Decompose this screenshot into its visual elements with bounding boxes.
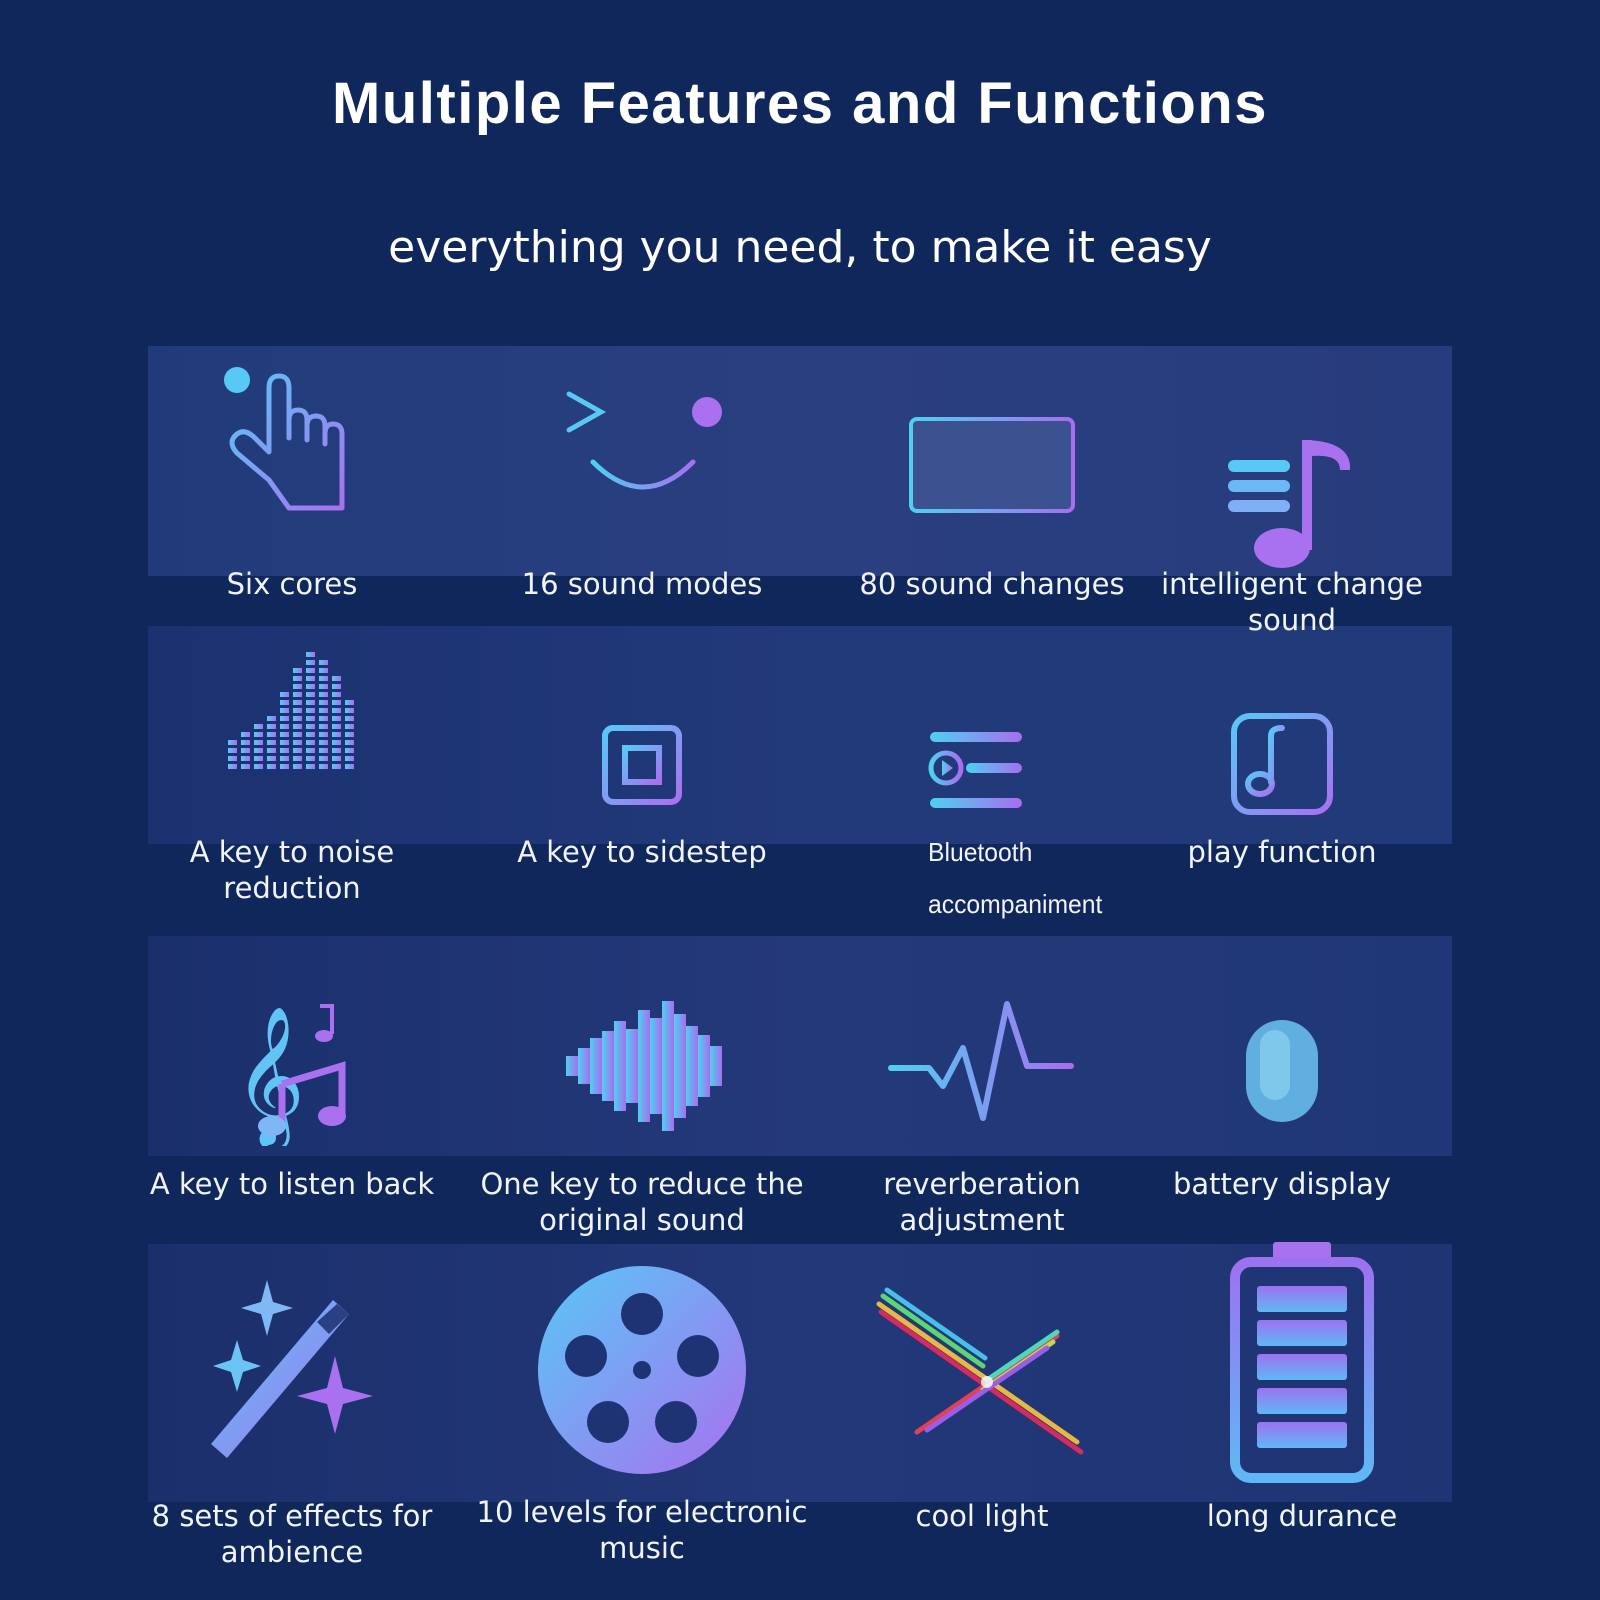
- battery-full-icon: [1132, 1242, 1472, 1483]
- feature-label: play function: [1187, 835, 1377, 869]
- feature-label: Six cores: [226, 567, 358, 601]
- pulse-line-icon: [812, 996, 1152, 1126]
- feature-label: 80 sound changes: [859, 567, 1125, 601]
- feature-label: 16 sound modes: [521, 567, 763, 601]
- feature-label: A key to noise reduction: [189, 835, 395, 905]
- film-reel-icon: [472, 1264, 812, 1476]
- treble-clef-notes-icon: 𝄞: [122, 996, 462, 1146]
- feature-label: cool light: [915, 1499, 1049, 1533]
- light-beams-icon: [812, 1282, 1152, 1472]
- music-note-list-icon: [1122, 430, 1462, 570]
- feature-label-line1: Bluetooth: [928, 837, 1033, 867]
- smiley-wink-icon: [472, 370, 812, 510]
- feature-label-line2: accompaniment: [928, 889, 1103, 919]
- feature-label: A key to listen back: [149, 1167, 435, 1201]
- equalizer-bars-icon: [122, 636, 462, 776]
- page-subtitle: everything you need, to make it easy: [388, 222, 1212, 273]
- playlist-icon: [926, 728, 1266, 812]
- chip-icon: [472, 706, 812, 824]
- feature-label: battery display: [1172, 1167, 1392, 1201]
- capsule-icon: [1112, 1016, 1452, 1126]
- music-sheet-icon: [1112, 712, 1452, 816]
- magic-wand-icon: [122, 1262, 462, 1482]
- rectangle-panel-icon: [822, 410, 1162, 520]
- sound-wave-icon: [472, 996, 812, 1136]
- feature-label: reverberation adjustment: [883, 1167, 1081, 1237]
- feature-row-band-3: [148, 936, 1452, 1156]
- feature-label: 8 sets of effects for ambience: [151, 1499, 433, 1569]
- feature-label: One key to reduce the original sound: [480, 1167, 804, 1237]
- feature-label: intelligent change sound: [1161, 567, 1423, 637]
- page-title: Multiple Features and Functions: [332, 71, 1268, 136]
- feature-label: long durance: [1206, 1499, 1398, 1533]
- feature-label: A key to sidestep: [517, 835, 767, 869]
- feature-label: 10 levels for electronic music: [476, 1495, 808, 1565]
- hand-pointer-icon: [122, 358, 462, 528]
